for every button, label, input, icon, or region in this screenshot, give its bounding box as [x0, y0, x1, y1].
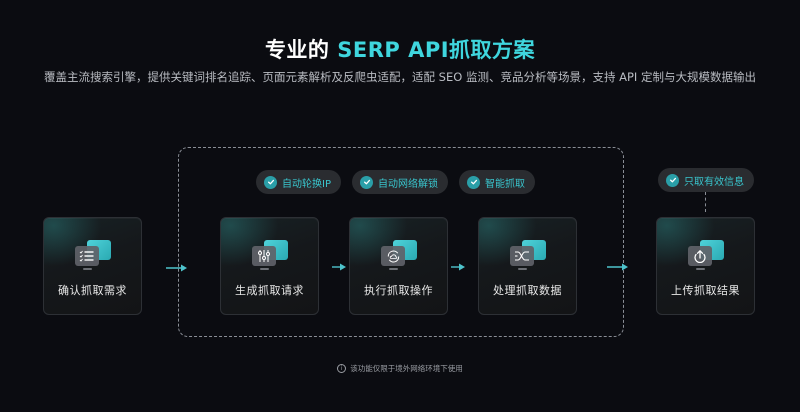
arrow-right-icon	[451, 263, 465, 271]
feature-pill-rotate-ip: 自动轮换IP	[256, 170, 341, 194]
cloud-sync-icon	[381, 240, 419, 272]
feature-pill-smart-scrape: 智能抓取	[459, 170, 535, 194]
step-card-confirm-requirements: 确认抓取需求	[43, 217, 142, 315]
step-card-generate-request: 生成抓取请求	[220, 217, 319, 315]
title-accent: SERP API抓取方案	[337, 38, 536, 62]
footnote-text: 该功能仅限于境外网络环境下使用	[350, 364, 463, 373]
page-title: 专业的 SERP API抓取方案	[0, 34, 800, 64]
step-label: 确认抓取需求	[58, 284, 127, 297]
step-card-upload-results: 上传抓取结果	[656, 217, 755, 315]
feature-pill-label: 自动网络解锁	[378, 178, 438, 190]
check-circle-icon	[360, 175, 373, 189]
title-prefix: 专业的	[264, 38, 338, 62]
step-card-execute-scrape: 执行抓取操作	[349, 217, 448, 315]
shuffle-icon	[510, 240, 548, 272]
feature-pill-label: 智能抓取	[485, 178, 525, 190]
arrow-right-icon	[607, 263, 628, 271]
arrow-right-icon	[166, 264, 187, 272]
info-icon: i	[337, 364, 347, 373]
feature-pill-network-unlock: 自动网络解锁	[352, 170, 448, 194]
check-circle-icon	[264, 175, 277, 189]
footnote: i 该功能仅限于境外网络环境下使用	[0, 363, 800, 374]
page-subtitle: 覆盖主流搜索引擎，提供关键词排名追踪、页面元素解析及反爬虫适配，适配 SEO 监…	[44, 70, 756, 84]
process-group-frame	[178, 147, 624, 337]
step-label: 处理抓取数据	[493, 284, 562, 297]
check-circle-icon	[467, 175, 480, 189]
sliders-icon	[252, 240, 290, 272]
checklist-icon	[75, 240, 113, 272]
feature-pill-label: 只取有效信息	[684, 176, 744, 188]
arrow-right-icon	[332, 263, 346, 271]
step-label: 生成抓取请求	[235, 284, 304, 297]
feature-pill-label: 自动轮换IP	[282, 178, 331, 190]
pill-connector-line	[705, 192, 706, 212]
step-label: 执行抓取操作	[364, 284, 433, 297]
step-label: 上传抓取结果	[671, 284, 740, 297]
check-circle-icon	[666, 173, 679, 187]
feature-pill-valid-info: 只取有效信息	[658, 168, 754, 192]
step-card-process-data: 处理抓取数据	[478, 217, 577, 315]
upload-icon	[688, 240, 726, 272]
